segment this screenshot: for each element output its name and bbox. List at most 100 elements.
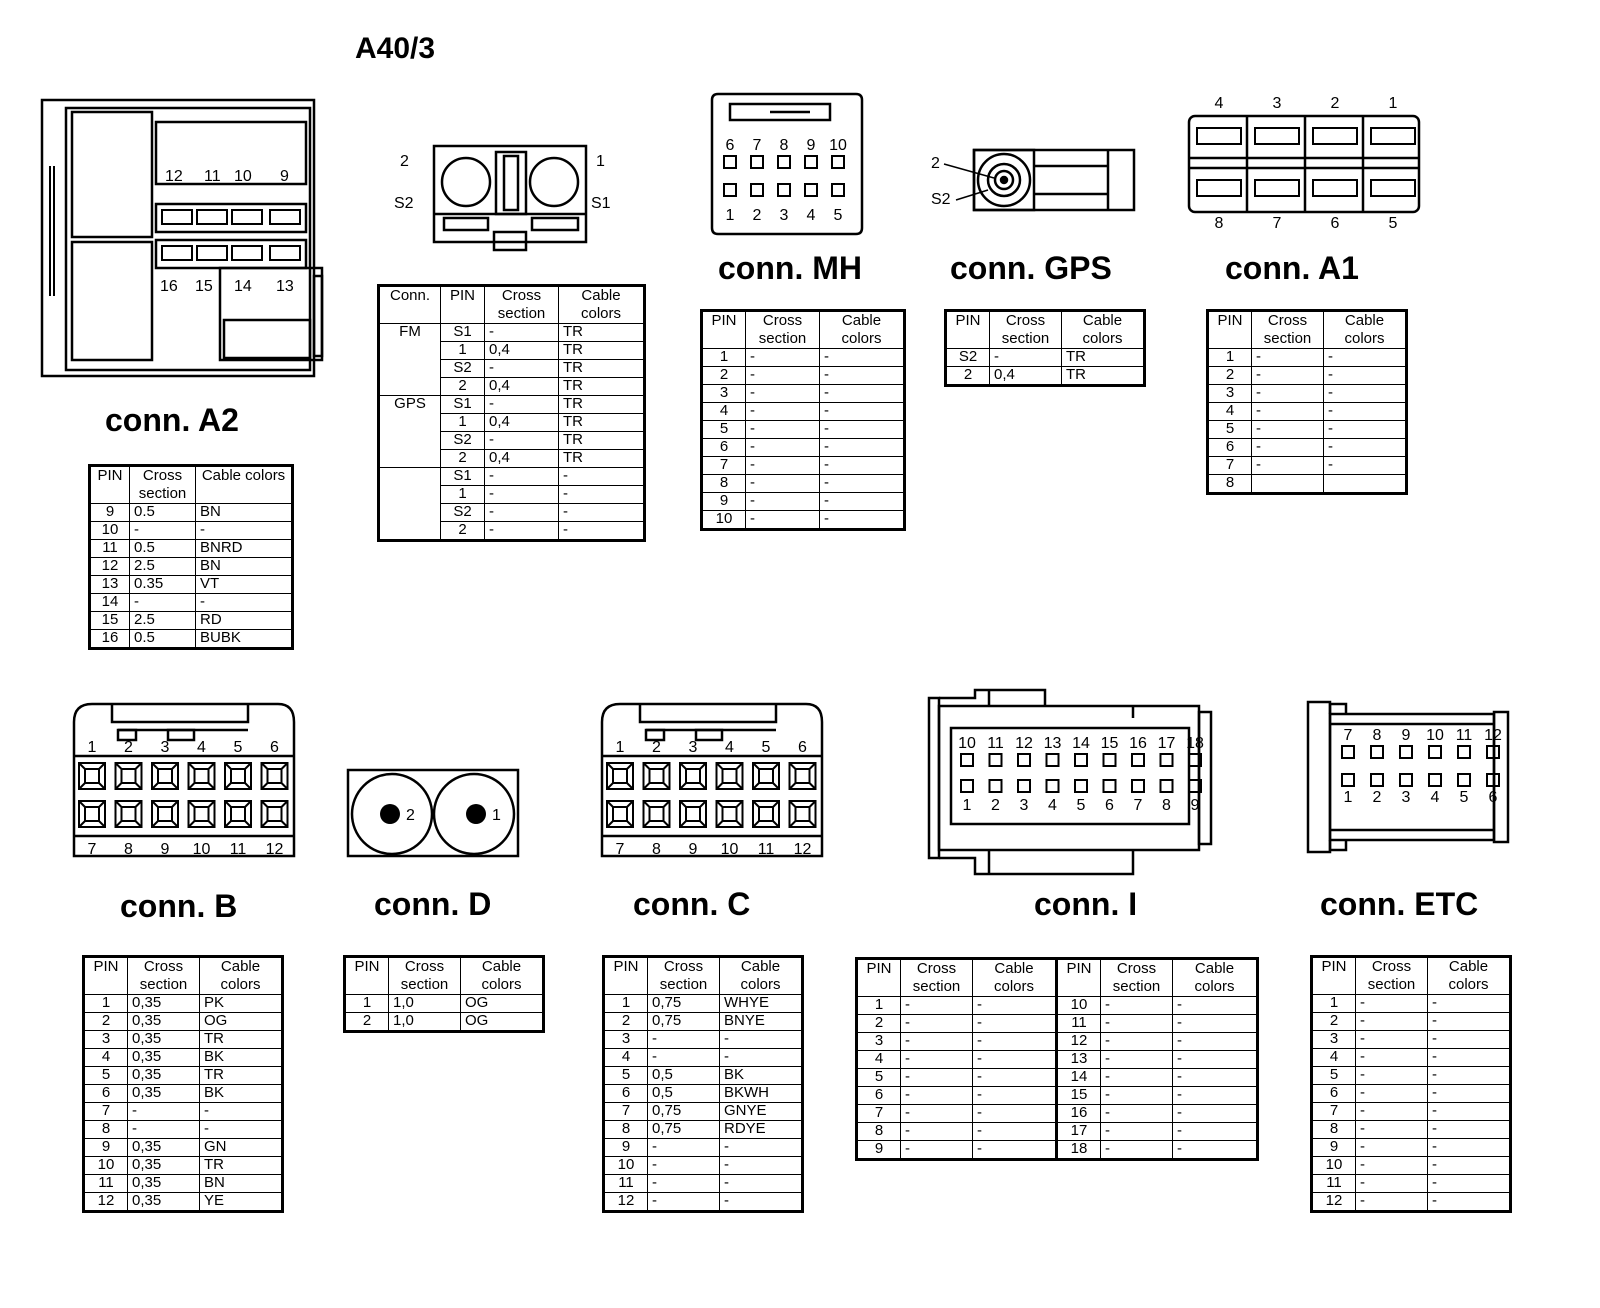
table-cell: 4 — [701, 402, 746, 421]
table-cell: 5 — [1207, 420, 1252, 439]
table-cell: - — [900, 1086, 973, 1105]
d-header-colors: Cable colors — [460, 956, 544, 995]
table-cell: TR — [1061, 348, 1145, 367]
i-pin-socket — [1074, 779, 1088, 793]
table-row: 9-- — [701, 492, 905, 511]
c-pin-socket — [679, 800, 707, 828]
table-cell: 2 — [83, 1012, 128, 1031]
table-row: 6-- — [701, 438, 905, 457]
table-cell: - — [1100, 1122, 1173, 1141]
c-pin-socket — [788, 762, 817, 790]
table-cell: 6 — [83, 1084, 128, 1103]
table-cell: 5 — [83, 1066, 128, 1085]
i-pin-socket — [988, 753, 1003, 767]
table-cell: 0.35 — [129, 575, 196, 594]
table-cell: 3 — [1311, 1030, 1356, 1049]
i-pin-socket — [988, 779, 1003, 793]
table-row: 3--12-- — [856, 1032, 1258, 1051]
etc-pin-label: 8 — [1373, 727, 1382, 744]
table-cell: TR — [558, 323, 645, 342]
i-pin-socket — [1074, 753, 1088, 767]
conn-mh-title: conn. MH — [718, 250, 862, 286]
etc-pin-socket — [1399, 745, 1413, 759]
c-pin-label: 11 — [758, 841, 775, 858]
table-cell: - — [1100, 1050, 1173, 1069]
gps-label-s2: S2 — [931, 191, 951, 208]
table-cell: - — [1427, 1066, 1511, 1085]
table-cell: 12 — [89, 557, 130, 576]
table-cell: - — [719, 1192, 803, 1212]
table-row: 9-- — [603, 1138, 803, 1157]
i-pin-socket — [960, 779, 974, 793]
i-header-colors-2: Cable colors — [1172, 958, 1258, 997]
table-cell: 2 — [1311, 1012, 1356, 1031]
b-pin-socket — [224, 762, 252, 790]
table-cell: TR — [558, 449, 645, 468]
table-cell: 1 — [440, 413, 485, 432]
table-cell: - — [819, 348, 905, 367]
table-cell: 2 — [440, 449, 485, 468]
a2-pin-label-9: 9 — [280, 168, 289, 185]
table-cell: 1 — [344, 994, 389, 1013]
table-row: 3-- — [1207, 384, 1407, 403]
table-cell: 2 — [701, 366, 746, 385]
table-cell: - — [1100, 1086, 1173, 1105]
table-cell: - — [1172, 1014, 1258, 1033]
c-pin-label: 9 — [689, 841, 698, 858]
c-pin-label: 7 — [616, 841, 625, 858]
table-cell: OG — [460, 994, 544, 1013]
table-cell: - — [745, 456, 820, 475]
b-pin-socket — [260, 762, 289, 790]
table-cell: 5 — [603, 1066, 648, 1085]
i-pin-label: 4 — [1048, 797, 1057, 814]
table-cell: 9 — [89, 503, 130, 522]
i-pin-label: 3 — [1020, 797, 1029, 814]
table-cell: 14 — [89, 593, 130, 612]
a2-pin-label-12: 12 — [165, 168, 183, 185]
table-cell: - — [1100, 1032, 1173, 1051]
table-cell: - — [1427, 1192, 1511, 1212]
table-row: 8-- — [1311, 1120, 1511, 1139]
table-cell: - — [484, 323, 559, 342]
table-row: 2--11-- — [856, 1014, 1258, 1033]
i-header-pin-2: PIN — [1055, 958, 1101, 997]
table-cell: - — [745, 348, 820, 367]
table-cell: BN — [195, 503, 293, 522]
b-pin-label: 8 — [124, 841, 133, 858]
table-cell: - — [745, 420, 820, 439]
table-cell: BKWH — [719, 1084, 803, 1103]
mh-pin-label: 10 — [829, 137, 847, 154]
i-pin-label: 2 — [991, 797, 1000, 814]
mh-pin-label: 2 — [753, 207, 762, 224]
table-cell: - — [1251, 438, 1324, 457]
i-pin-label: 10 — [958, 735, 976, 752]
table-cell: 17 — [1055, 1122, 1101, 1141]
table-row: 7-- — [701, 456, 905, 475]
b-pin-socket — [78, 762, 106, 790]
table-cell: 0,35 — [127, 1084, 200, 1103]
table-cell: 1 — [1207, 348, 1252, 367]
table-cell: - — [199, 1102, 283, 1121]
table-cell: 10 — [89, 521, 130, 540]
b-pin-socket — [187, 800, 216, 828]
d-header-pin: PIN — [344, 956, 389, 995]
table-cell: 14 — [1055, 1068, 1101, 1087]
b-pin-socket — [114, 762, 143, 790]
table-row: 10-- — [603, 1156, 803, 1175]
mh-pin-socket — [831, 183, 845, 197]
i-pin-label: 7 — [1134, 797, 1143, 814]
table-cell: 2.5 — [129, 557, 196, 576]
c-pin-socket — [606, 762, 634, 790]
i-pin-socket — [1017, 779, 1031, 793]
a1-pin-label: 3 — [1273, 95, 1282, 112]
table-cell: - — [484, 359, 559, 378]
table-cell: - — [1323, 366, 1407, 385]
